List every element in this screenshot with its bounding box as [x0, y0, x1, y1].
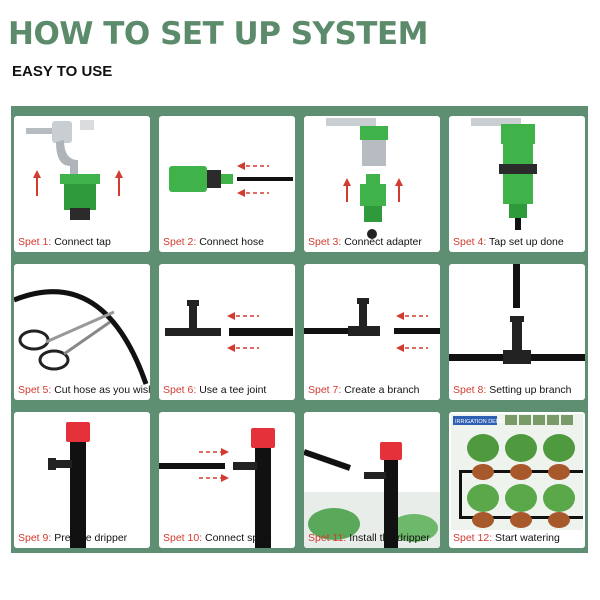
step-card-6: Spet 6: Use a tee joint	[159, 264, 295, 400]
potted-plant-icon	[505, 484, 537, 528]
assembled-tap-icon	[471, 118, 537, 230]
step-card-4: Spet 4: Tap set up done	[449, 116, 585, 252]
step-caption: Spet 2: Connect hose	[163, 236, 264, 248]
step-card-3: Spet 3: Connect adapter	[304, 116, 440, 252]
dripper-icon	[48, 422, 90, 548]
hose-to-connector-icon	[169, 162, 293, 197]
step-caption: Spet 1: Connect tap	[18, 236, 111, 248]
step-caption: Spet 5: Cut hose as you wish	[18, 384, 150, 396]
step-caption: Spet 6: Use a tee joint	[163, 384, 267, 396]
tee-joint-icon	[165, 300, 293, 352]
step-card-1: Spet 1: Connect tap	[14, 116, 150, 252]
step-caption: Spet 4: Tap set up done	[453, 236, 564, 248]
step-card-8: Spet 8: Setting up branch	[449, 264, 585, 400]
step-card-9: Spet 9: Prepare dripper	[14, 412, 150, 548]
step-caption: Spet 10: Connect spike	[163, 532, 272, 544]
potted-plant-icon	[505, 434, 537, 480]
potted-plant-icon	[543, 484, 575, 528]
steps-grid: Spet 1: Connect tap Spet 2: Connect hose	[14, 116, 585, 548]
potted-plant-icon	[543, 434, 575, 480]
plants-watering-icon: IRRIGATION DEMO	[451, 414, 583, 530]
spike-connect-icon	[159, 428, 275, 548]
step-card-10: Spet 10: Connect spike	[159, 412, 295, 548]
demo-label: IRRIGATION DEMO	[455, 419, 505, 425]
page-subtitle: EASY TO USE	[12, 63, 113, 80]
step-card-5: Spet 5: Cut hose as you wish	[14, 264, 150, 400]
branch-setup-icon	[449, 264, 585, 364]
page-title: HOW TO SET UP SYSTEM	[8, 16, 428, 52]
step-card-7: Spet 7: Create a branch	[304, 264, 440, 400]
scissors-hose-icon	[14, 289, 149, 385]
step-card-12: IRRIGATION DEMO Spet 12: Start watering	[449, 412, 585, 548]
branch-tee-icon	[304, 298, 440, 352]
potted-plant-icon	[467, 484, 499, 528]
install-dripper-icon	[304, 442, 440, 548]
potted-plant-icon	[467, 434, 499, 480]
step-caption: Spet 7: Create a branch	[308, 384, 420, 396]
step-caption: Spet 8: Setting up branch	[453, 384, 572, 396]
step-caption: Spet 11: Install the dripper	[308, 532, 430, 544]
step-caption: Spet 12: Start watering	[453, 532, 560, 544]
step-caption: Spet 3: Connect adapter	[308, 236, 422, 248]
step-caption: Spet 9: Prepare dripper	[18, 532, 128, 544]
faucet-with-connector-icon	[26, 120, 123, 220]
step-card-2: Spet 2: Connect hose	[159, 116, 295, 252]
steps-board: Spet 1: Connect tap Spet 2: Connect hose	[11, 106, 588, 553]
faucet-adapter-icon	[326, 118, 403, 239]
step-card-11: Spet 11: Install the dripper	[304, 412, 440, 548]
